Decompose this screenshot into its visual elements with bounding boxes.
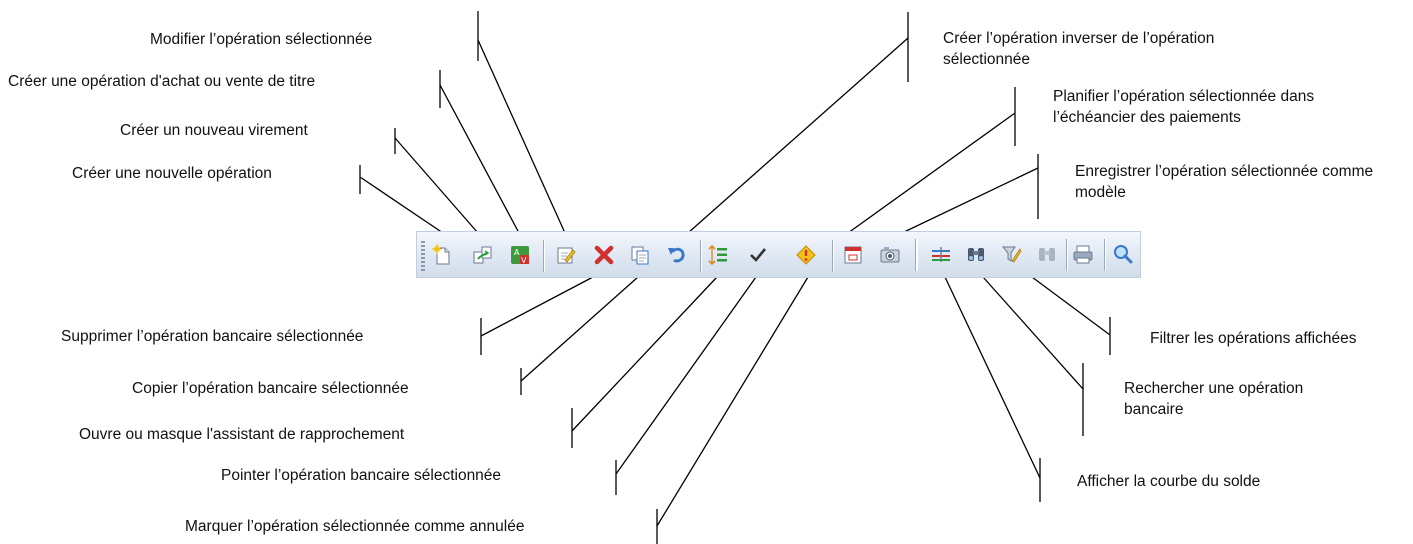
label-filter: Filtrer les opérations affichées — [1150, 330, 1357, 347]
print-icon — [1073, 245, 1093, 264]
label-reverse: Créer l’opération inverser de l’opératio… — [943, 30, 1215, 68]
new-transfer-button[interactable] — [472, 244, 494, 266]
label-copy: Copier l’opération bancaire sélectionnée — [132, 380, 409, 397]
schedule-button[interactable] — [842, 244, 864, 266]
reverse-icon — [668, 247, 685, 263]
toolbar-separator — [832, 240, 833, 272]
svg-text:A: A — [514, 248, 520, 257]
reconcile-assistant-icon — [708, 244, 727, 266]
delete-icon — [594, 245, 614, 265]
copy-icon — [631, 246, 649, 265]
label-schedule: Planifier l’opération sélectionnée dans … — [1053, 88, 1315, 126]
calendar-icon — [844, 246, 862, 264]
delete-button[interactable] — [593, 244, 615, 266]
label-search: Rechercher une opération bancaire — [1124, 380, 1304, 418]
point-button[interactable] — [747, 244, 769, 266]
cancel-mark-button[interactable] — [795, 244, 817, 266]
reconcile-assistant-button[interactable] — [707, 244, 729, 266]
securities-operation-button[interactable]: A V — [509, 244, 531, 266]
binoculars-disabled-icon — [1039, 248, 1055, 261]
reverse-button[interactable] — [666, 244, 688, 266]
new-transfer-icon — [473, 246, 492, 264]
toolbar-grip[interactable] — [421, 241, 425, 271]
edit-icon — [557, 247, 576, 264]
save-template-button[interactable] — [879, 244, 901, 266]
new-operation-icon — [432, 244, 450, 265]
label-new-transfer: Créer un nouveau virement — [120, 122, 308, 139]
camera-icon — [880, 247, 900, 263]
binoculars-disabled-button[interactable] — [1036, 243, 1058, 265]
label-modify: Modifier l’opération sélectionnée — [150, 31, 373, 48]
securities-operation-icon: A V — [511, 246, 529, 265]
checkmark-icon — [750, 248, 767, 262]
balance-chart-icon — [932, 247, 950, 262]
print-button[interactable] — [1072, 243, 1094, 265]
svg-text:V: V — [521, 256, 527, 265]
search-button[interactable] — [965, 243, 987, 265]
toolbar-separator — [543, 240, 544, 272]
label-chart: Afficher la courbe du solde — [1077, 473, 1261, 490]
operations-toolbar: A V — [416, 231, 1141, 278]
copy-button[interactable] — [629, 244, 651, 266]
label-template: Enregistrer l’opération sélectionnée com… — [1075, 163, 1374, 201]
label-point: Pointer l’opération bancaire sélectionné… — [221, 467, 502, 484]
filter-button[interactable] — [1000, 243, 1022, 265]
new-operation-button[interactable] — [431, 244, 453, 266]
label-new-operation: Créer une nouvelle opération — [72, 165, 272, 182]
zoom-button[interactable] — [1112, 243, 1134, 265]
filter-icon — [1001, 246, 1022, 263]
edit-button[interactable] — [555, 244, 577, 266]
toolbar-right-group — [416, 231, 958, 278]
cancel-mark-icon — [796, 245, 816, 265]
toolbar-separator — [1104, 239, 1105, 271]
binoculars-icon — [968, 248, 984, 261]
zoom-icon — [1114, 245, 1133, 264]
label-cancel: Marquer l’opération sélectionnée comme a… — [185, 518, 525, 535]
toolbar-separator — [700, 240, 701, 272]
label-reconcile: Ouvre ou masque l'assistant de rapproche… — [79, 426, 405, 443]
toolbar-separator — [1066, 239, 1067, 271]
label-buy-sell: Créer une opération d'achat ou vente de … — [8, 73, 316, 90]
label-delete: Supprimer l’opération bancaire sélection… — [61, 328, 364, 345]
balance-chart-button[interactable] — [930, 243, 952, 265]
toolbar-separator — [915, 239, 916, 271]
